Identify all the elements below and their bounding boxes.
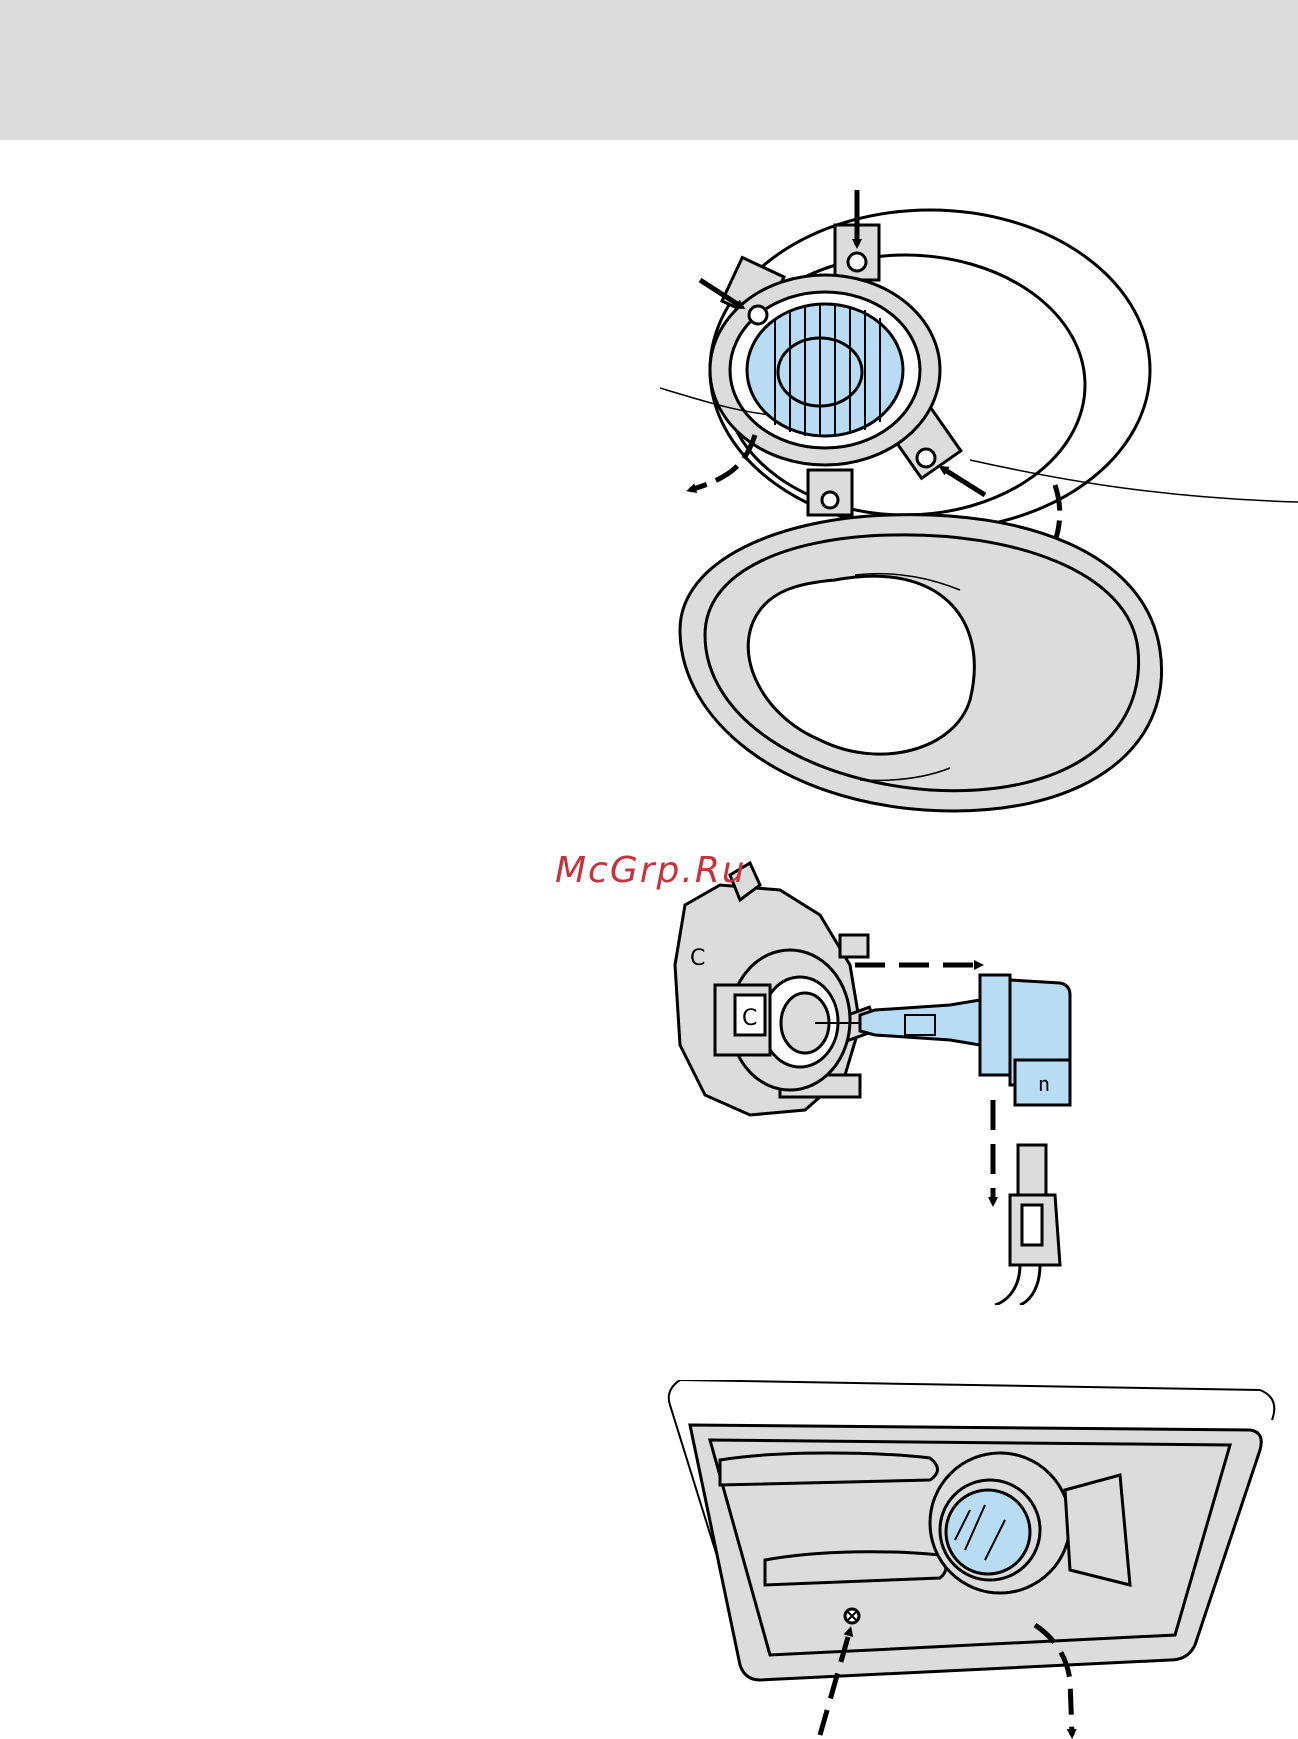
svg-text:n: n <box>1038 1072 1050 1096</box>
bumper-fog-lamp-diagram <box>660 1380 1298 1739</box>
svg-text:C: C <box>690 946 705 971</box>
header-band <box>0 0 1298 140</box>
svg-text:C: C <box>742 1006 757 1031</box>
fog-lamp-bezel-diagram <box>660 180 1298 860</box>
watermark-text: McGrp.Ru <box>555 850 747 891</box>
bulb-connector-diagram: C C n <box>660 855 1298 1305</box>
